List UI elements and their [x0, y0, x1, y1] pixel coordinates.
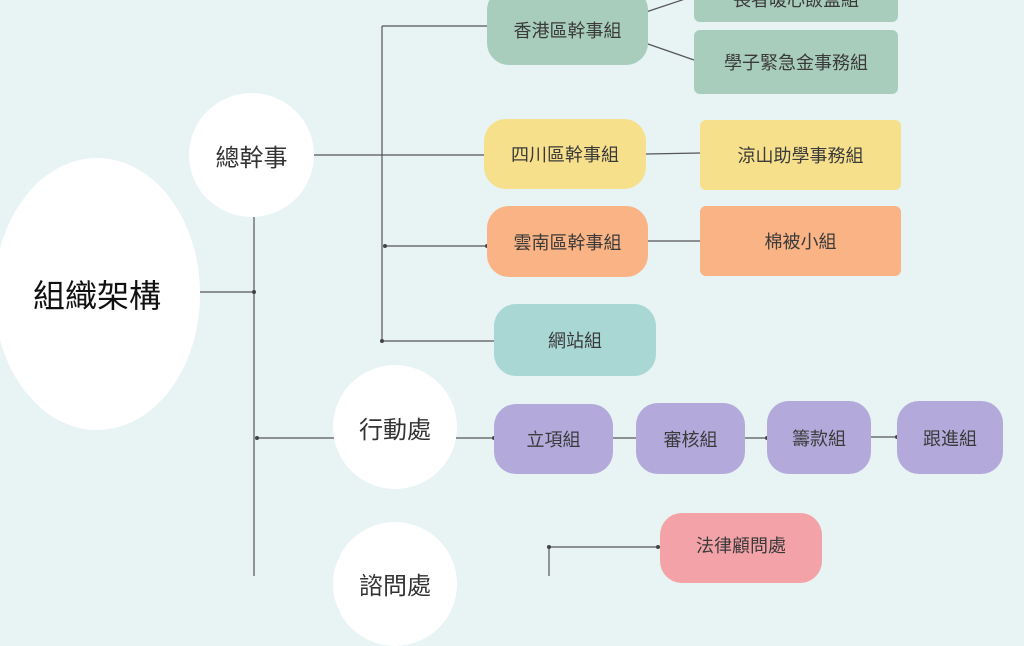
connector-dot	[383, 244, 387, 248]
connector-dot	[255, 436, 259, 440]
root-label: 組織架構	[32, 277, 161, 315]
connector-dot	[380, 339, 384, 343]
root-node: 組織架構	[0, 158, 200, 430]
connector-dot	[547, 545, 551, 549]
connector-sichuan-liangshan	[645, 152, 701, 155]
advisory-department-label: 諮問處	[359, 572, 431, 600]
liangshan-education-node: 涼山助學事務組	[700, 120, 901, 190]
website-group-node: 網站組	[494, 304, 656, 376]
connector-lines	[200, 0, 899, 576]
student-emergency-fund-label: 學子緊急金事務組	[724, 53, 868, 74]
legal-advisory-node: 法律顧問處	[660, 513, 822, 583]
action-department-label: 行動處	[359, 415, 431, 444]
hong-kong-group-label: 香港區幹事組	[513, 20, 622, 42]
liangshan-education-label: 涼山助學事務組	[737, 146, 864, 167]
quilt-team-node: 棉被小組	[700, 206, 901, 276]
follow-up-label: 跟進組	[923, 428, 977, 450]
project-setup-label: 立項組	[526, 430, 581, 451]
general-secretary-label: 總幹事	[215, 143, 288, 172]
review-label: 審核組	[663, 429, 718, 451]
follow-up-node: 跟進組	[897, 401, 1003, 474]
sichuan-group-label: 四川區幹事組	[511, 145, 619, 166]
general-secretary-node: 總幹事	[189, 93, 314, 217]
yunnan-group-label: 雲南區幹事組	[513, 232, 622, 254]
advisory-department-node: 諮問處	[333, 522, 457, 646]
elderly-lunchbox-node: 長者暖心飯盒組	[694, 0, 898, 22]
project-setup-node: 立項組	[494, 404, 613, 474]
elderly-lunchbox-label: 長者暖心飯盒組	[733, 0, 859, 11]
website-group-label: 網站組	[548, 331, 602, 352]
quilt-team-label: 棉被小組	[764, 232, 837, 253]
student-emergency-fund-node: 學子緊急金事務組	[694, 30, 898, 94]
legal-advisory-label: 法律顧問處	[696, 536, 786, 557]
connector-dot	[656, 545, 660, 549]
yunnan-group-node: 雲南區幹事組	[487, 206, 648, 277]
action-department-node: 行動處	[333, 365, 457, 489]
connector-hk-elderly	[645, 0, 684, 13]
fundraising-label: 籌款組	[792, 428, 846, 450]
sichuan-group-node: 四川區幹事組	[484, 119, 646, 189]
fundraising-node: 籌款組	[767, 401, 871, 474]
hong-kong-group-node: 香港區幹事組	[487, 0, 648, 65]
connector-dot	[252, 290, 256, 294]
connector-hk-student	[647, 43, 695, 61]
review-node: 審核組	[636, 403, 745, 474]
